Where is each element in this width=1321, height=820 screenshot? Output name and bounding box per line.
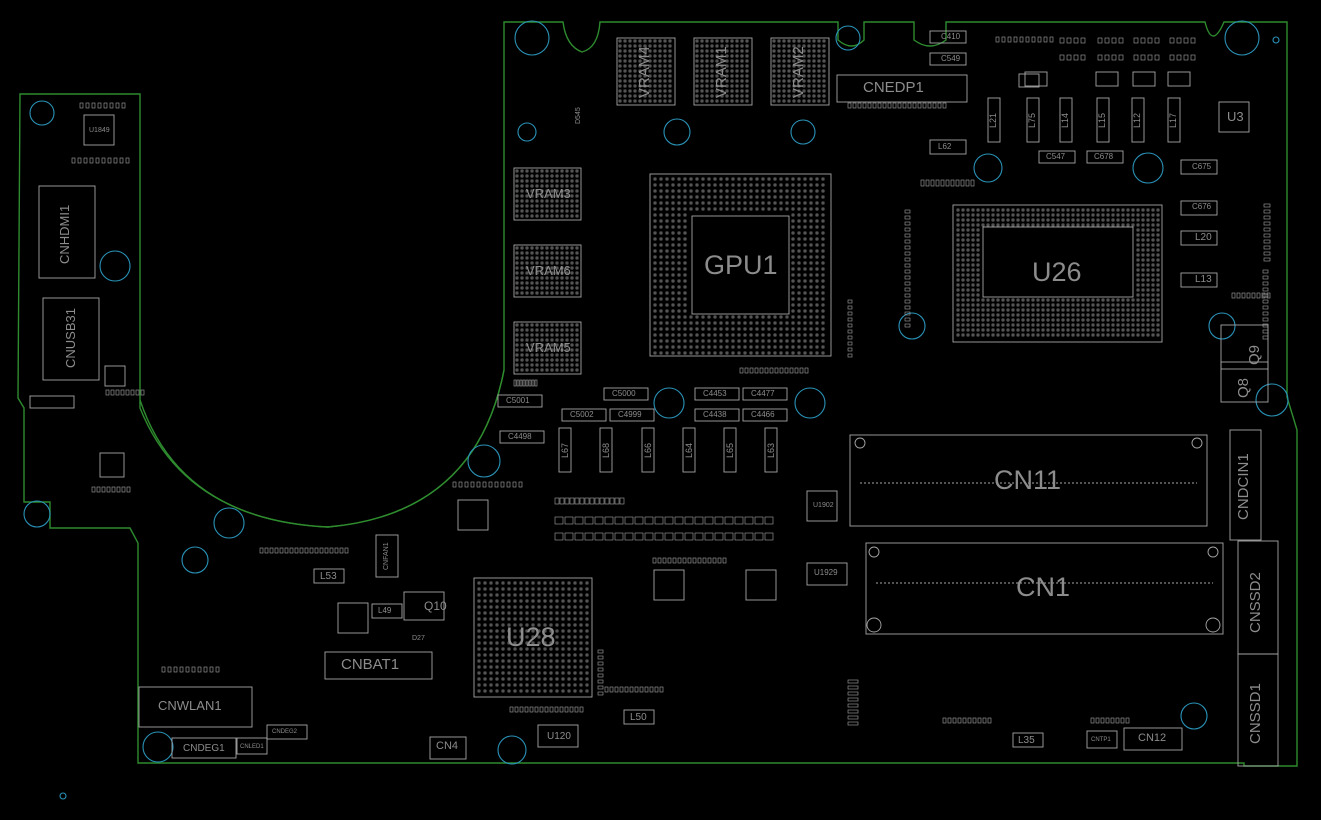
cap-c549: C549 [941, 54, 961, 63]
usb-connector-label: CNUSB31 [63, 308, 78, 368]
u3-label: U3 [1227, 109, 1244, 124]
u1849-label: U1849 [89, 127, 110, 134]
cap-c4453: C4453 [703, 389, 727, 398]
cap-c547: C547 [1046, 152, 1066, 161]
inductor-l68: L68 [601, 442, 611, 458]
cap-c4477: C4477 [751, 389, 775, 398]
q8-label: Q8 [1235, 377, 1252, 398]
cap-c4438: C4438 [703, 410, 727, 419]
cn12-label: CN12 [1138, 732, 1167, 744]
inductor-l14: L14 [1060, 112, 1070, 128]
cn4-label: CN4 [436, 740, 459, 752]
cap-c5002: C5002 [570, 410, 594, 419]
vram2-label: VRAM2 [790, 46, 807, 98]
pch-label: U28 [506, 622, 556, 652]
inductor-l63: L63 [766, 442, 776, 458]
q10-label: Q10 [424, 599, 447, 613]
deg2-connector-label: CNDEG2 [272, 729, 298, 735]
cap-c4999: C4999 [618, 410, 642, 419]
d27-label: D27 [412, 635, 425, 642]
mounting-holes [23, 20, 1289, 800]
inductor-l21: L21 [988, 112, 998, 128]
inductor-l17: L17 [1168, 112, 1178, 128]
dimm-top-label: CN11 [994, 465, 1062, 495]
inductor-l12: L12 [1132, 112, 1142, 128]
cap-c676: C676 [1192, 202, 1212, 211]
cap-c410: C410 [941, 32, 961, 41]
dimm-bottom-label: CN1 [1016, 572, 1071, 602]
inductor-l15: L15 [1097, 112, 1107, 128]
led-connector-label: CNLED1 [240, 744, 264, 750]
cap-c4466: C4466 [751, 410, 775, 419]
cpu-label: U26 [1032, 257, 1082, 287]
l53-label: L53 [320, 571, 337, 582]
inductor-l66: L66 [643, 442, 653, 458]
parts-layer [29, 30, 1279, 767]
l50-label: L50 [630, 712, 647, 723]
vram4-label: VRAM4 [636, 46, 653, 98]
fan-connector-label: CNFAN1 [383, 542, 390, 570]
vram5-label: VRAM5 [526, 340, 571, 355]
d545-label: D545 [575, 107, 582, 124]
l13-label: L13 [1195, 274, 1212, 285]
u1902-label: U1902 [813, 502, 834, 509]
cap-c4498: C4498 [508, 432, 532, 441]
cap-c675: C675 [1192, 162, 1212, 171]
vram1-label: VRAM1 [713, 46, 730, 98]
u120-label: U120 [547, 731, 571, 742]
battery-connector-label: CNBAT1 [341, 656, 400, 673]
hdmi-connector-label: CNHDMI1 [57, 204, 72, 264]
ssd1-connector-label: CNSSD1 [1247, 683, 1264, 744]
vram6-label: VRAM6 [526, 263, 571, 278]
l35-label: L35 [1018, 735, 1035, 746]
q9-label: Q9 [1246, 344, 1263, 365]
cap-c5000: C5000 [612, 389, 636, 398]
ssd2-connector-label: CNSSD2 [1247, 572, 1264, 633]
vram3-label: VRAM3 [526, 186, 571, 201]
wlan-connector-label: CNWLAN1 [158, 698, 222, 713]
deg-connector-label: CNDEG1 [183, 743, 225, 754]
cap-c5001: C5001 [506, 396, 530, 405]
fan-arc [139, 369, 505, 528]
u1929-label: U1929 [814, 568, 838, 577]
inductor-l75: L75 [1027, 112, 1037, 128]
dcin-connector-label: CNDCIN1 [1235, 453, 1252, 520]
tp-connector-label: CNTP1 [1091, 737, 1111, 743]
edp-connector-label: CNEDP1 [863, 79, 924, 96]
gpu-label: GPU1 [704, 250, 778, 280]
cap-c678: C678 [1094, 152, 1114, 161]
inductor-l64: L64 [684, 442, 694, 458]
l62-label: L62 [938, 142, 952, 151]
inductor-l67: L67 [560, 442, 570, 458]
inductor-l65: L65 [725, 442, 735, 458]
smd-pads [71, 36, 1271, 726]
l20-label: L20 [1195, 232, 1212, 243]
l49-label: L49 [378, 606, 392, 615]
